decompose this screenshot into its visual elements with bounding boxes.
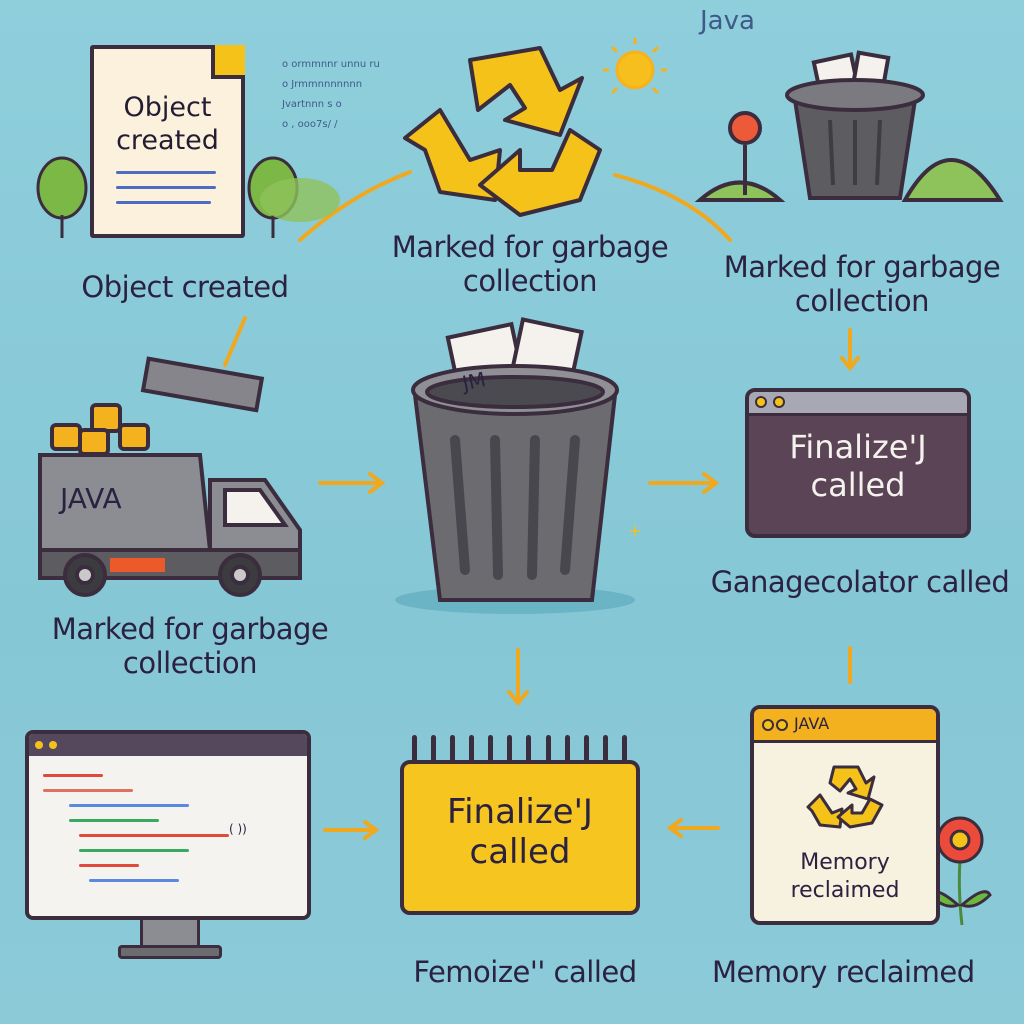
recycle-icon [806, 765, 884, 829]
code-snippet: ( )) [229, 822, 247, 836]
window-titlebar [749, 392, 967, 416]
big-trash-can-icon [395, 317, 635, 614]
doc-line [116, 186, 216, 189]
code-monitor: ( )) [25, 730, 311, 920]
scribble: o , ooo7s/ / [282, 119, 338, 130]
finalize-window-text: Finalize'J called [789, 428, 927, 504]
svg-text:+: + [628, 521, 641, 540]
notepad-text: Finalize'J called [447, 792, 593, 872]
finalize-window: Finalize'J called [745, 388, 971, 538]
doc-line [116, 201, 211, 204]
arrow-mem-to-note [666, 818, 720, 838]
memory-window-title: JAVA [794, 714, 830, 733]
finalize-notepad: Finalize'J called [400, 760, 640, 915]
arrow-down-right-top [840, 328, 860, 372]
finalize-called-label: Femoize'' called [413, 955, 637, 989]
arrow-curve-left [298, 170, 412, 242]
doc-scribbles: o ormmnnr unnu ru o Jrmmnnnnnnn Jvartnnn… [282, 55, 380, 135]
object-document: Object created [90, 45, 245, 238]
scribble: o Jrmmnnnnnnn [282, 79, 363, 90]
step-marked-label: Marked for garbage collection [391, 230, 669, 298]
truck-text: JAVA [60, 482, 122, 515]
garbage-truck-icon [38, 356, 302, 597]
arrow-truck-to-trash [318, 472, 386, 494]
memory-reclaimed-label: Memory reclaimed [712, 955, 975, 989]
step-marked-right-label: Marked for garbage collection [723, 250, 1001, 318]
gc-called-label: Ganagecolator called [710, 565, 1010, 599]
doc-line [116, 171, 216, 174]
step-object-created-label: Object created [81, 270, 289, 304]
memory-window-text: Memory reclaimed [790, 850, 900, 903]
memory-window: JAVA Memory reclaimed [750, 705, 940, 925]
recycle-icon [403, 46, 602, 217]
folded-corner [211, 45, 245, 79]
truck-label: Marked for garbage collection [51, 612, 329, 680]
arrow-down-center [507, 648, 529, 707]
arrow-monitor-to-note [323, 820, 380, 840]
notepad-rings [412, 735, 627, 767]
monitor-stand [140, 920, 200, 948]
arrow-trash-to-window [648, 472, 720, 494]
monitor-base [118, 945, 222, 959]
arrow-diag [223, 316, 247, 367]
monitor-titlebar [29, 734, 307, 756]
arrow-curve-right [613, 173, 732, 242]
document-text: Object created [116, 92, 219, 156]
flower-icon [928, 816, 992, 926]
sun-icon [603, 38, 667, 95]
scribble: Jvartnnn s o [282, 99, 342, 110]
memory-window-header: JAVA [754, 709, 936, 743]
scribble: o ormmnnr unnu ru [282, 59, 380, 70]
trash-can-icon [694, 50, 1004, 202]
java-title: Java [700, 6, 755, 36]
